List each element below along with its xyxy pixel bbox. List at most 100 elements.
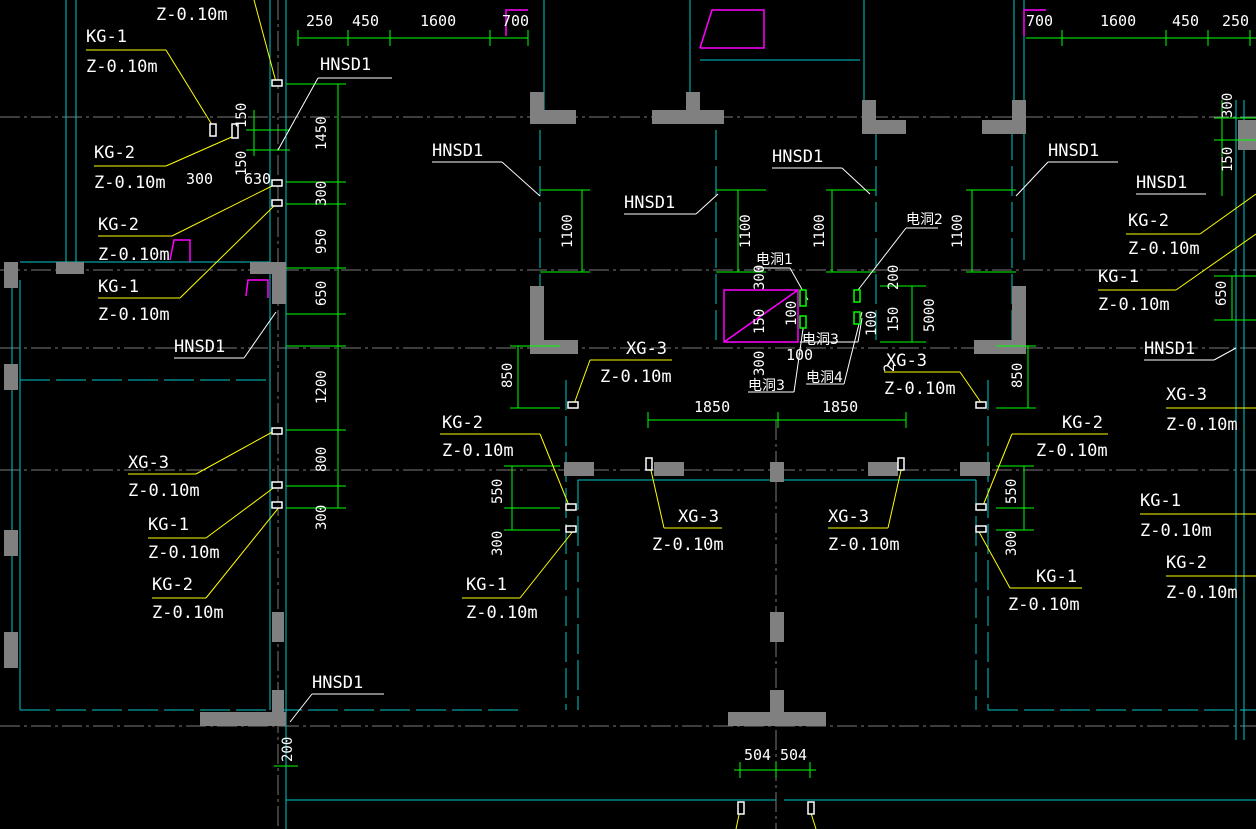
dim-sm-9: 2: [882, 364, 898, 372]
dian1: 电洞1: [756, 252, 793, 268]
kg2-b-z: Z-0.10m: [98, 245, 170, 265]
kg2-c2-z: Z-0.10m: [1036, 441, 1108, 461]
dimension-text: 250 450 1600 700 700 1600 450 250 1450 3…: [186, 12, 1249, 764]
kg1-b-z: Z-0.10m: [98, 305, 170, 325]
dim-c850-1: 850: [1010, 363, 1026, 388]
dim-c1100-3: 1100: [950, 214, 966, 248]
dim-sm-8: 5000: [922, 298, 938, 332]
kg2-r1: KG-2: [1128, 211, 1169, 231]
xg3-c4-z: Z-0.10m: [828, 535, 900, 555]
kg2-a-z: Z-0.10m: [94, 173, 166, 193]
xg3-r-z: Z-0.10m: [1166, 415, 1238, 435]
dim-c850-0: 850: [500, 363, 516, 388]
kg1-r2-z: Z-0.10m: [1140, 521, 1212, 541]
dim-c1100-1: 1100: [738, 214, 754, 248]
kg2-a: KG-2: [94, 143, 135, 163]
xg3-left: XG-3: [128, 453, 169, 473]
xg3-c3: XG-3: [678, 507, 719, 527]
dim-c550-0: 550: [490, 479, 506, 504]
kg1-c1-z: Z-0.10m: [466, 603, 538, 623]
dim-sm-2: 100: [784, 301, 800, 326]
hnsd1-left-mid: HNSD1: [174, 337, 225, 357]
dim-c1850-1: 1850: [822, 398, 858, 416]
xg3-left-z: Z-0.10m: [128, 481, 200, 501]
kg1-c-z: Z-0.10m: [148, 543, 220, 563]
kg2-r2: KG-2: [1166, 553, 1207, 573]
dian3a: 电洞3: [802, 332, 839, 348]
dimension-lines: [246, 30, 1256, 778]
dim-lv-1: 300: [314, 181, 330, 206]
dim-ls-3: 630: [244, 170, 271, 188]
xg3-c2: XG-3: [886, 351, 927, 371]
kg2-c1-z: Z-0.10m: [442, 441, 514, 461]
xg3-c1-z: Z-0.10m: [600, 367, 672, 387]
dim-c1850-0: 1850: [694, 398, 730, 416]
dim-top-left-3: 700: [502, 12, 529, 30]
kg2-b: KG-2: [98, 215, 139, 235]
xg3-c4: XG-3: [828, 507, 869, 527]
dim-c550-1: 550: [1004, 479, 1020, 504]
dian3b: 电洞3: [748, 378, 785, 394]
kg1-r1-z: Z-0.10m: [1098, 295, 1170, 315]
hnsd1-r1: HNSD1: [1136, 173, 1187, 193]
walls: [4, 92, 1256, 726]
xg3-c1: XG-3: [626, 339, 667, 359]
dim-top-left-0: 250: [306, 12, 333, 30]
dim-c1100-0: 1100: [560, 214, 576, 248]
dim-sm-0: 300: [752, 265, 768, 290]
dim-b-0: 200: [280, 737, 296, 762]
xg3-c2-z: Z-0.10m: [884, 379, 956, 399]
dim-rv-2: 650: [1214, 281, 1230, 306]
dim-rv-0: 300: [1220, 93, 1236, 118]
hnsd1-c2: HNSD1: [624, 193, 675, 213]
switch-symbols: [209, 79, 987, 815]
kg2-r2-z: Z-0.10m: [1166, 583, 1238, 603]
leader-lines: [86, 0, 1256, 829]
hnsd1-c1: HNSD1: [432, 141, 483, 161]
equipment: [169, 9, 1046, 343]
kg2-c: KG-2: [152, 575, 193, 595]
hnsd1-c3: HNSD1: [772, 147, 823, 167]
kg1-r2: KG-1: [1140, 491, 1181, 511]
dim-sm-3: 300: [752, 351, 768, 376]
dim-lv-5: 800: [314, 447, 330, 472]
dian4: 电洞4: [806, 370, 843, 386]
dim-lv-4: 1200: [314, 370, 330, 404]
dim-lv-3: 650: [314, 281, 330, 306]
kg1-a: KG-1: [86, 27, 127, 47]
hnsd-leaders: [174, 77, 1237, 723]
dim-c1100-2: 1100: [812, 214, 828, 248]
dim-lv-6: 300: [314, 505, 330, 530]
dim-c300-0: 300: [490, 531, 506, 556]
kg2-r1-z: Z-0.10m: [1128, 239, 1200, 259]
dim-ls-0: 150: [234, 103, 250, 128]
dim-lv-0: 1450: [314, 116, 330, 150]
xg3-r: XG-3: [1166, 385, 1207, 405]
kg1-c: KG-1: [148, 515, 189, 535]
kg1-c1: KG-1: [466, 575, 507, 595]
labels: Z-0.10m KG-1 Z-0.10m HNSD1 KG-2 Z-0.10m …: [86, 5, 1238, 693]
dim-ls-2: 300: [186, 170, 213, 188]
dim-sm-5: 200: [886, 265, 902, 290]
hnsd1-bottom: HNSD1: [312, 673, 363, 693]
dim-top-left-1: 450: [352, 12, 379, 30]
dim-top-left-2: 1600: [420, 12, 456, 30]
dim-top-right-3: 250: [1222, 12, 1249, 30]
dim-top-right-2: 450: [1172, 12, 1199, 30]
dim-lv-2: 950: [314, 229, 330, 254]
kg1-b: KG-1: [98, 277, 139, 297]
dim-top-right-0: 700: [1026, 12, 1053, 30]
kg2-c2: KG-2: [1062, 413, 1103, 433]
dian2: 电洞2: [906, 212, 943, 228]
dim-sm-4: 100: [786, 346, 813, 364]
kg1-r1: KG-1: [1098, 267, 1139, 287]
dim-rv-1: 150: [1220, 147, 1236, 172]
hnsd1-top-left: HNSD1: [320, 55, 371, 75]
dim-sm-6: 150: [886, 307, 902, 332]
dim-b-2: 504: [780, 746, 807, 764]
dim-sm-1: 150: [752, 309, 768, 334]
kg2-c1: KG-2: [442, 413, 483, 433]
